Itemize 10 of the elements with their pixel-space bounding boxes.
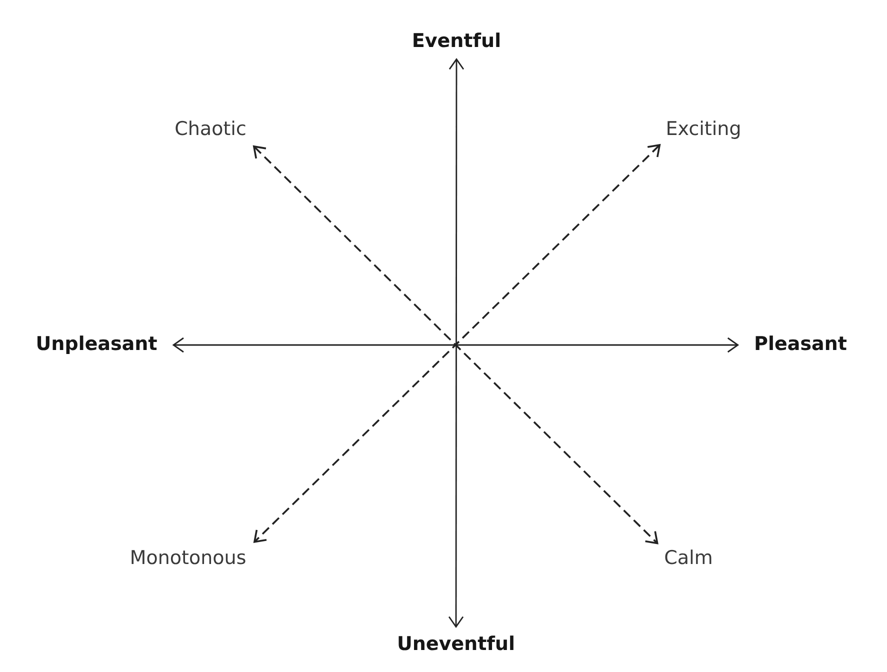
diagonal-label: Monotonous: [132, 550, 246, 564]
axis-arrow: [172, 337, 740, 353]
axis-label: Unpleasant: [38, 336, 157, 354]
axis-label: Uneventful: [398, 636, 514, 650]
diagonal-label: Chaotic: [176, 120, 246, 136]
axis-label: Pleasant: [756, 336, 846, 350]
axis-arrow: [448, 58, 464, 628]
axis-label: Eventful: [414, 32, 500, 48]
diagonal-label: Calm: [665, 550, 712, 564]
diagonal-label: Exciting: [668, 120, 740, 139]
